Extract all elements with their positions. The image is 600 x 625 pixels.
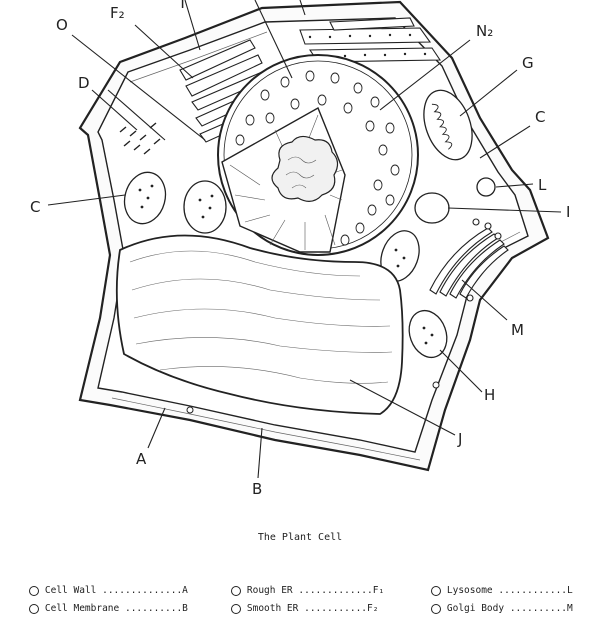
- legend-item-dots: ..........: [504, 603, 568, 614]
- legend-item-name: Rough ER: [246, 585, 293, 596]
- circle-bullet-icon: [230, 603, 241, 614]
- label-b: B: [252, 480, 262, 498]
- legend-item-name: Cell Wall: [44, 585, 97, 596]
- circle-bullet-icon: [28, 585, 39, 596]
- legend-item-cell-membrane: Cell Membrane ..........B: [6, 592, 196, 625]
- label-o: O: [56, 16, 68, 34]
- label-f2: F₂: [110, 4, 125, 22]
- legend-item-letter: F₁: [372, 585, 385, 596]
- legend-item-letter: F₂: [367, 603, 379, 614]
- legend-item-dots: ..........: [119, 603, 183, 614]
- legend-item-dots: .............: [292, 585, 373, 596]
- plant-cell-diagram: F₂ T O N₂ G C D L C I M H J A B: [30, 0, 570, 498]
- label-l: L: [538, 176, 547, 194]
- legend-item-dots: ...........: [298, 603, 368, 614]
- circle-bullet-icon: [430, 585, 441, 596]
- legend-item-name: Lysosome: [446, 585, 493, 596]
- diagram-labels: F₂ T O N₂ G C D L C I M H J A B: [30, 0, 570, 498]
- lysosome: [476, 177, 496, 197]
- leader-lines: [47, 0, 562, 479]
- mitochondrion: [423, 89, 473, 161]
- label-d: D: [78, 74, 90, 92]
- label-a: A: [136, 450, 147, 468]
- nuclear-pores: [235, 70, 400, 246]
- circle-bullet-icon: [28, 603, 39, 614]
- legend-item-name: Cell Membrane: [44, 603, 120, 614]
- label-c-left: C: [30, 198, 40, 216]
- legend-item-name: Smooth ER: [246, 603, 299, 614]
- legend-title: The Plant Cell: [257, 532, 343, 543]
- legend-item-smooth-er: Smooth ER ...........F₂: [208, 592, 398, 625]
- chloroplasts: [123, 171, 448, 359]
- legend-item-golgi-body: Golgi Body ..........M: [408, 592, 598, 625]
- label-t: T: [177, 0, 188, 12]
- vesicle: [414, 192, 450, 224]
- legend-item-dots: ............: [492, 585, 568, 596]
- legend-item-letter: B: [182, 603, 188, 614]
- circle-bullet-icon: [430, 603, 441, 614]
- legend-item-letter: L: [567, 585, 573, 596]
- legend-item-name: Golgi Body: [446, 603, 505, 614]
- golgi-body: [429, 218, 509, 302]
- nucleolus: [271, 135, 339, 202]
- label-i: I: [566, 203, 570, 221]
- legend-item-lysosome: Lysosome ............L: [408, 574, 598, 607]
- label-m: M: [511, 321, 524, 339]
- central-vacuole: [115, 234, 404, 415]
- label-g: G: [522, 54, 534, 72]
- circle-bullet-icon: [230, 585, 241, 596]
- label-h: H: [484, 386, 495, 404]
- legend-item-rough-er: Rough ER .............F₁: [208, 574, 398, 607]
- legend-item-cell-wall: Cell Wall ..............A: [6, 574, 196, 607]
- label-j: J: [457, 430, 462, 448]
- label-n2: N₂: [476, 22, 493, 40]
- legend: The Plant Cell Cell Wall ..............A…: [0, 530, 600, 614]
- label-c-right: C: [535, 108, 545, 126]
- legend-item-dots: ..............: [96, 585, 183, 596]
- legend-item-letter: M: [567, 603, 573, 614]
- legend-item-letter: A: [182, 585, 188, 596]
